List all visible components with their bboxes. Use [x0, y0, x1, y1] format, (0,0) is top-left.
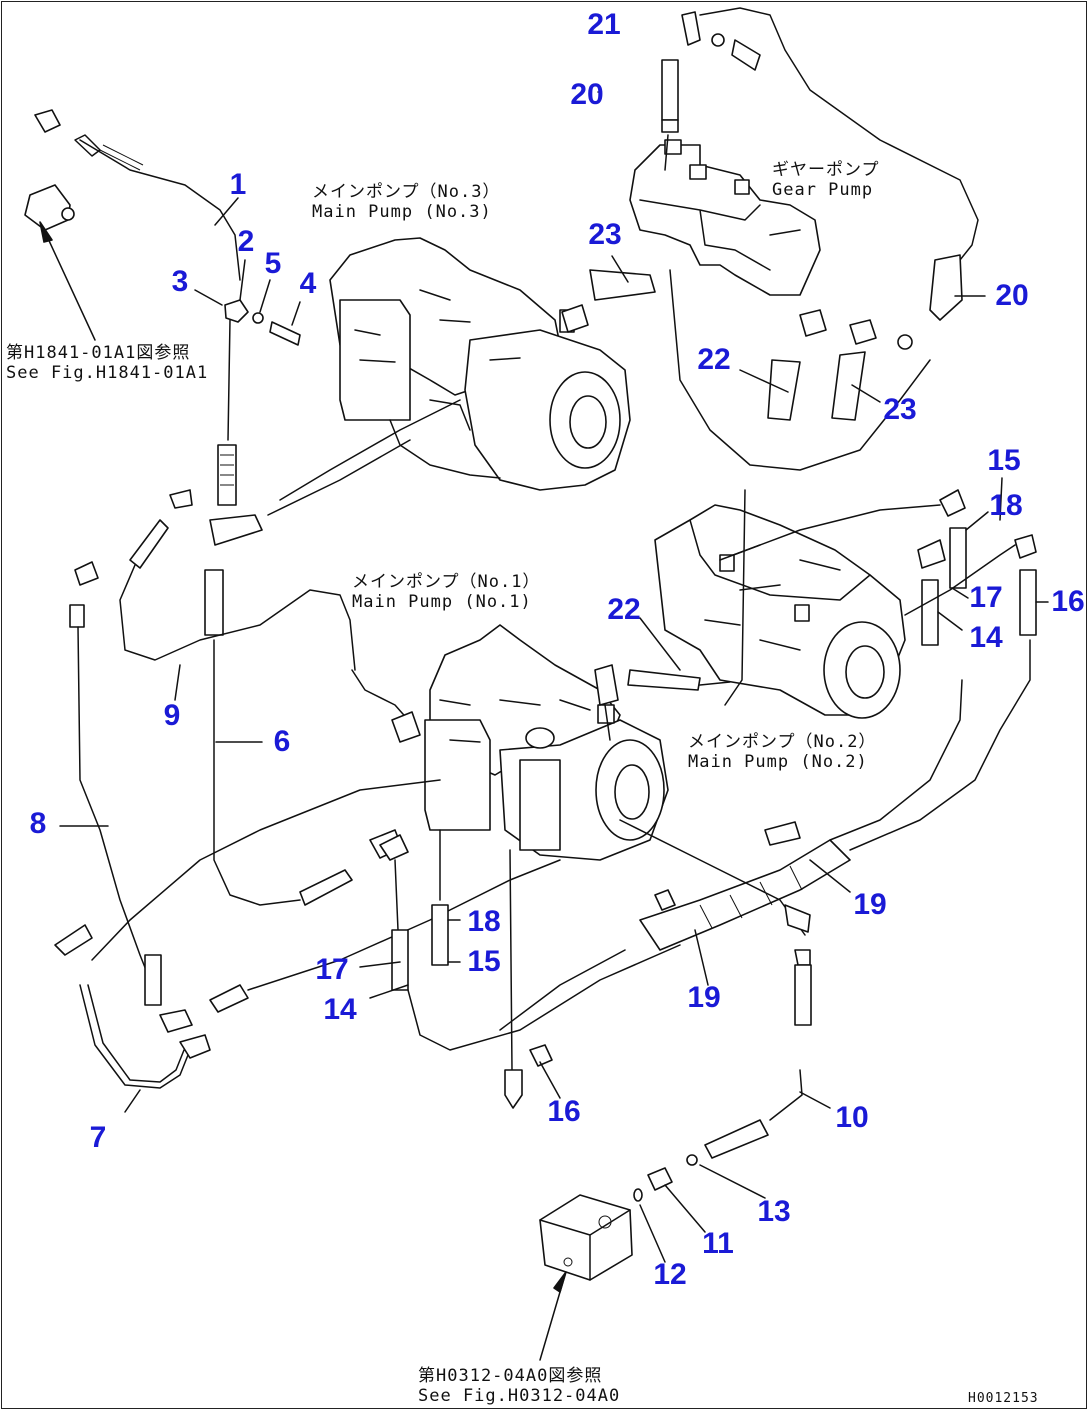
see-fig-h1841-label-en: See Fig.H1841-01A1 [6, 363, 209, 383]
callout-21: 21 [587, 8, 621, 41]
main-pump-no3 [329, 237, 631, 491]
hose-8 [54, 604, 441, 1033]
hose-16-center [504, 849, 553, 1109]
see-fig-h1841-label: 第H1841-01A1図参照 See Fig.H1841-01A1 [6, 345, 208, 382]
see-fig-h0312-label-jp: 第H0312-04A0図参照 [418, 1366, 603, 1386]
callout-9: 9 [163, 699, 181, 732]
see-fig-h1841-label-jp: 第H1841-01A1図参照 [6, 343, 191, 363]
main-pump-no2-label-en: Main Pump (No.2) [688, 752, 868, 772]
main-pump-no3-label-jp: メインポンプ（No.3） [312, 182, 501, 202]
callout-16-right: 16 [1051, 585, 1085, 618]
callout-20-right: 20 [995, 279, 1029, 312]
gear-pump [629, 139, 821, 296]
see-fig-h0312-label-en: See Fig.H0312-04A0 [418, 1386, 621, 1406]
fittings-2-3-4-5 [224, 299, 301, 441]
callout-23-right: 23 [883, 393, 917, 426]
callout-20-top: 20 [570, 78, 604, 111]
main-pump-no1 [424, 624, 669, 861]
main-pump-no2-label-jp: メインポンプ（No.2） [688, 732, 877, 752]
callout-18-center: 18 [467, 905, 501, 938]
callout-leaders [59, 91, 1049, 1263]
main-pump-no2 [654, 504, 906, 719]
hose-7 [79, 859, 561, 1089]
callout-14-right: 14 [969, 621, 1003, 654]
see-fig-h0312-label: 第H0312-04A0図参照 See Fig.H0312-04A0 [418, 1368, 620, 1405]
callout-3: 3 [171, 265, 189, 298]
callout-15-right: 15 [987, 444, 1021, 477]
callout-15-center: 15 [467, 945, 501, 978]
callout-11: 11 [702, 1227, 734, 1260]
callout-17-center: 17 [315, 953, 349, 986]
callout-17-right: 17 [969, 581, 1003, 614]
gear-pump-label: ギヤーポンプ Gear Pump [772, 162, 880, 199]
reference-arrow-h0312 [539, 1271, 567, 1361]
callout-13: 13 [757, 1195, 791, 1228]
hose-bundle-19 [499, 639, 1031, 1031]
main-pump-no1-label-jp: メインポンプ（No.1） [352, 572, 541, 592]
callout-12: 12 [653, 1258, 687, 1291]
callout-16-center: 16 [547, 1095, 581, 1128]
hose-9 [74, 489, 411, 723]
connector-lines [267, 399, 461, 743]
main-pump-no1-label: メインポンプ（No.1） Main Pump (No.1) [352, 574, 540, 611]
main-pump-no3-label: メインポンプ（No.3） Main Pump (No.3) [312, 184, 500, 221]
callout-1: 1 [229, 168, 247, 201]
reference-arrow-h1841 [39, 221, 96, 341]
callout-19-upper: 19 [853, 888, 887, 921]
callout-5: 5 [264, 247, 282, 280]
callout-23-left: 23 [588, 218, 622, 251]
callout-2: 2 [237, 225, 255, 258]
callout-7: 7 [89, 1121, 107, 1154]
callout-22-upper: 22 [697, 343, 731, 376]
callout-22-lower: 22 [607, 593, 641, 626]
hose-10-fittings [539, 949, 812, 1281]
main-pump-no2-label: メインポンプ（No.2） Main Pump (No.2) [688, 734, 876, 771]
main-pump-no3-label-en: Main Pump (No.3) [312, 202, 492, 222]
upper-right-hoses-20-23 [561, 7, 979, 706]
callout-14-center: 14 [323, 993, 357, 1026]
hoses-14-15-17-18-center [379, 829, 681, 1051]
callout-4: 4 [299, 267, 317, 300]
gear-pump-label-en: Gear Pump [772, 180, 874, 200]
hose-6 [204, 444, 403, 906]
callout-18-right: 18 [989, 489, 1023, 522]
callout-8: 8 [29, 807, 47, 840]
hose-1 [24, 109, 241, 281]
main-pump-no1-label-en: Main Pump (No.1) [352, 592, 532, 612]
figure-code: H0012153 [968, 1391, 1039, 1406]
gear-pump-label-jp: ギヤーポンプ [772, 160, 880, 180]
callout-6: 6 [273, 725, 291, 758]
callout-10: 10 [835, 1101, 869, 1134]
callout-19-lower: 19 [687, 981, 721, 1014]
